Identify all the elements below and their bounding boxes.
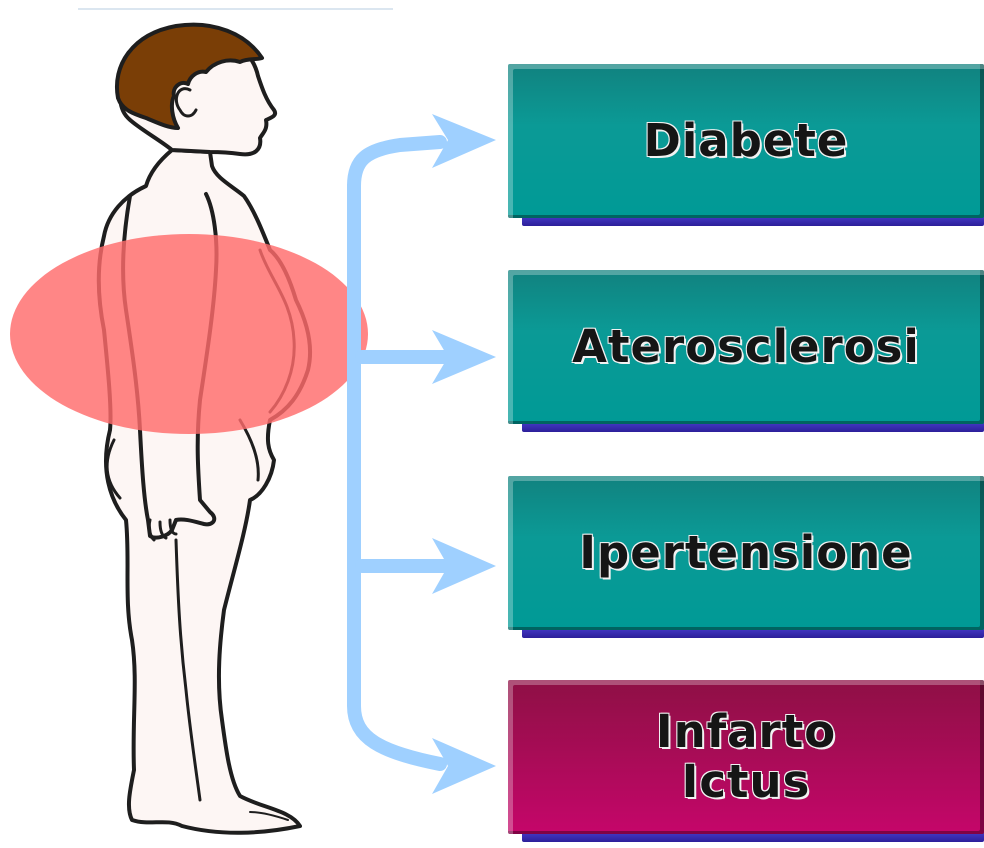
outcome-box-infarto-ictus: Infarto Ictus: [508, 680, 984, 842]
arrow-trunk-down: [354, 186, 440, 764]
outcome-box-aterosclerosi: Aterosclerosi: [508, 270, 984, 432]
abdomen-highlight: [10, 234, 368, 434]
arrowheads: [432, 114, 496, 794]
box-label-aterosclerosi: Aterosclerosi: [508, 270, 984, 424]
arrow-trunk: [354, 142, 440, 186]
arrow-group: [354, 142, 450, 764]
box-label-infarto-ictus: Infarto Ictus: [508, 680, 984, 834]
outcome-box-ipertensione: Ipertensione: [508, 476, 984, 638]
box-label-line-2: Ictus: [682, 757, 811, 807]
box-label-line-1: Infarto: [656, 707, 836, 757]
box-label-diabete: Diabete: [508, 64, 984, 218]
box-label-ipertensione: Ipertensione: [508, 476, 984, 630]
outcome-box-diabete: Diabete: [508, 64, 984, 226]
